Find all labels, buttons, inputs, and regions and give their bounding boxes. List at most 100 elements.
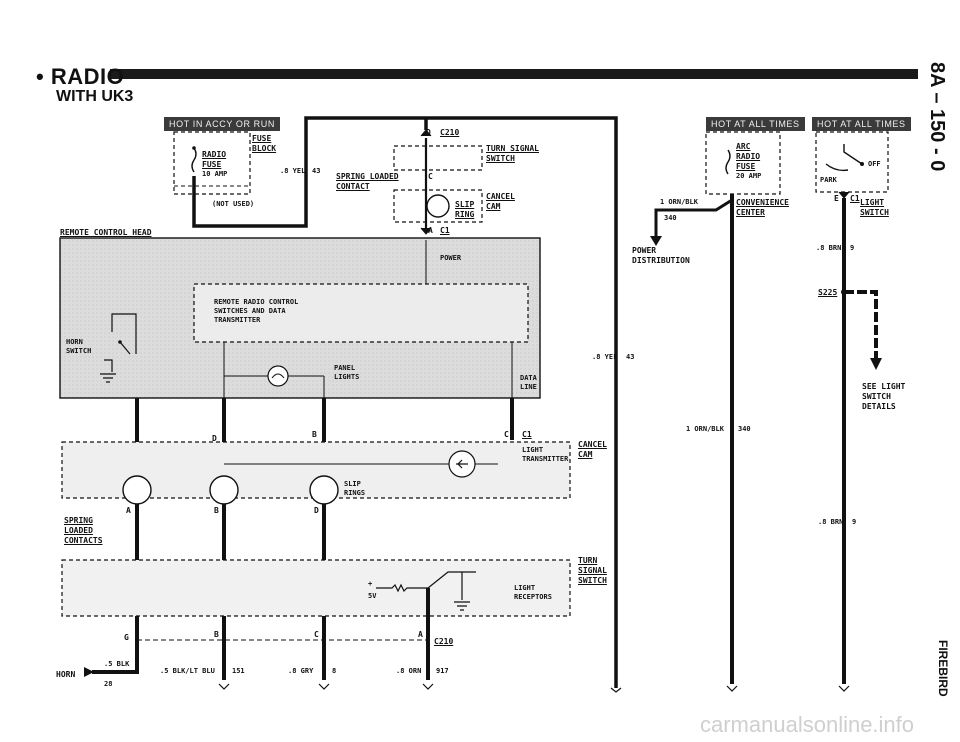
power-label: POWER (440, 254, 462, 262)
connector-g-bottom: G (124, 633, 129, 642)
turn-signal-label-1: TURN SIGNAL (486, 144, 539, 153)
wire-brn-bottom-number: 9 (852, 518, 857, 526)
wire-to-power-distribution (654, 198, 733, 240)
watermark: carmanualsonline.info (700, 712, 915, 737)
panel-lights-label-1: PANEL (334, 364, 356, 372)
light-switch-park-label: PARK (820, 176, 837, 184)
wire-yel-top-number: 43 (312, 167, 321, 175)
slip-ring-label-1: SLIP (455, 200, 475, 209)
wire-gry-label: .8 GRY (288, 667, 314, 675)
model-name: FIREBIRD (936, 640, 950, 697)
radio-fuse-icon (191, 147, 197, 173)
transmitter-label-1: REMOTE RADIO CONTROL (214, 298, 299, 306)
cancel-cam-mid-label-2: CAM (578, 450, 593, 459)
horn-wire (92, 660, 139, 674)
wire-end-arrow-right (610, 687, 622, 693)
wire-blk-lt-blu-number: 151 (232, 667, 245, 675)
slip-ring-d-icon (309, 475, 339, 505)
wire-orn-blk-top-label: 1 ORN/BLK (660, 198, 698, 206)
wire-blk-lt-blu-label: .5 BLK/LT BLU (160, 667, 215, 675)
slip-ring-box (393, 189, 483, 223)
wire-yel-top-label: .8 YEL (280, 167, 306, 175)
fuse-block-title-2: BLOCK (252, 144, 277, 153)
light-transmitter-label-2: TRANSMITTER (522, 455, 569, 463)
transmitter-box (193, 283, 529, 343)
fuse-terminal-icon (192, 146, 196, 150)
light-switch-contact-icon (860, 162, 864, 166)
horn-label: HORN (56, 670, 76, 679)
spring-loaded-label-1: SPRING LOADED (336, 172, 399, 181)
fuse-block-title-1: FUSE (252, 134, 272, 143)
hot-at-all-times-label-2: HOT AT ALL TIMES (812, 117, 911, 131)
power-distribution-label-2: DISTRIBUTION (632, 256, 690, 265)
wire-orn-number: 917 (436, 667, 449, 675)
wire-end-arrow-orn (726, 685, 738, 692)
connector-d-mid-bottom: D (314, 506, 319, 515)
c1-connector-icon (420, 227, 432, 235)
bullet-icon: • (36, 64, 51, 89)
horn-switch-icon (104, 313, 137, 372)
light-switch-terminal: E (834, 194, 839, 203)
light-receptors-label-2: RECEPTORS (514, 593, 552, 601)
light-switch-lever-icon (825, 144, 863, 172)
turn-signal-label-2: SWITCH (486, 154, 515, 163)
light-switch-connector: C1 (850, 194, 860, 203)
connector-c-mid: C (504, 430, 509, 439)
wire-gry-number: 8 (332, 667, 337, 675)
not-used-label: (NOT USED) (212, 200, 255, 208)
transmitter-label-3: TRANSMITTER (214, 316, 261, 324)
power-distribution-label-1: POWER (632, 246, 657, 255)
wire-brn-top-number: 9 (850, 244, 855, 252)
horn-switch-label-1: HORN (66, 338, 83, 346)
panel-light-icon (267, 365, 289, 387)
light-switch-title-1: LIGHT (860, 198, 885, 207)
see-light-switch-label-2: SWITCH (862, 392, 891, 401)
ground-icon-receptors (454, 572, 470, 611)
radio-fuse-label-2: FUSE (202, 160, 222, 169)
wire-end-arrow-brn (838, 685, 850, 692)
spring-loaded-contacts-label-2: LOADED (64, 526, 93, 535)
see-light-switch-arrow (870, 358, 882, 370)
fuse-block-box (173, 131, 251, 195)
convenience-center-label-2: CENTER (736, 208, 765, 217)
hot-at-all-times-label-1: HOT AT ALL TIMES (706, 117, 805, 131)
connector-c1-top: C1 (440, 226, 450, 235)
panel-lamp-filament-icon (271, 373, 285, 379)
light-switch-title-2: SWITCH (860, 208, 889, 217)
connector-c-bottom: C (314, 630, 319, 639)
transmitter-label-2: SWITCHES AND DATA (214, 307, 286, 315)
wire-brn-top-label: .8 BRN (816, 244, 842, 252)
splice-s225-label: S225 (818, 288, 838, 297)
cancel-cam-mid-label-1: CANCEL (578, 440, 607, 449)
connector-c-top: C (428, 172, 433, 181)
hot-accy-run-label: HOT IN ACCY OR RUN (164, 117, 280, 131)
five-volt-label: 5V (368, 592, 377, 600)
turn-signal-lower-box (61, 559, 571, 617)
radio-fuse-label-1: RADIO (202, 150, 227, 159)
turn-signal-lower-label-2: SIGNAL (578, 566, 607, 575)
light-receptors-label-1: LIGHT (514, 584, 536, 592)
horn-wire-number: 28 (104, 680, 113, 688)
wire-end-arrow-d (218, 683, 230, 690)
connector-b-mid-bottom: B (214, 506, 219, 515)
wire-yel-mid-number: 43 (626, 353, 635, 361)
led-icon (456, 459, 468, 469)
ground-icon-head (100, 373, 116, 383)
connector-c1-mid: C1 (522, 430, 532, 439)
wire-end-arrow-b (318, 683, 330, 690)
power-distribution-arrow (650, 236, 662, 246)
connector-b-bottom: B (214, 630, 219, 639)
turn-signal-lower-label-3: SWITCH (578, 576, 607, 585)
connector-a-mid: A (126, 506, 131, 515)
cancel-cam-top-label-1: CANCEL (486, 192, 515, 201)
wire-brn-bottom-label: .8 BRN (818, 518, 844, 526)
spring-loaded-contacts-label-1: SPRING (64, 516, 93, 525)
horn-wire-label: .5 BLK (104, 660, 130, 668)
light-switch-box (815, 131, 889, 193)
wire-orn-blk-top-number: 340 (664, 214, 677, 222)
see-light-switch-label-1: SEE LIGHT (862, 382, 906, 391)
title-bar (110, 69, 918, 79)
slip-rings-label-1: SLIP (344, 480, 361, 488)
wire-yel-mid-label: .8 YEL (592, 353, 618, 361)
slip-ring-label-2: RING (455, 210, 475, 219)
